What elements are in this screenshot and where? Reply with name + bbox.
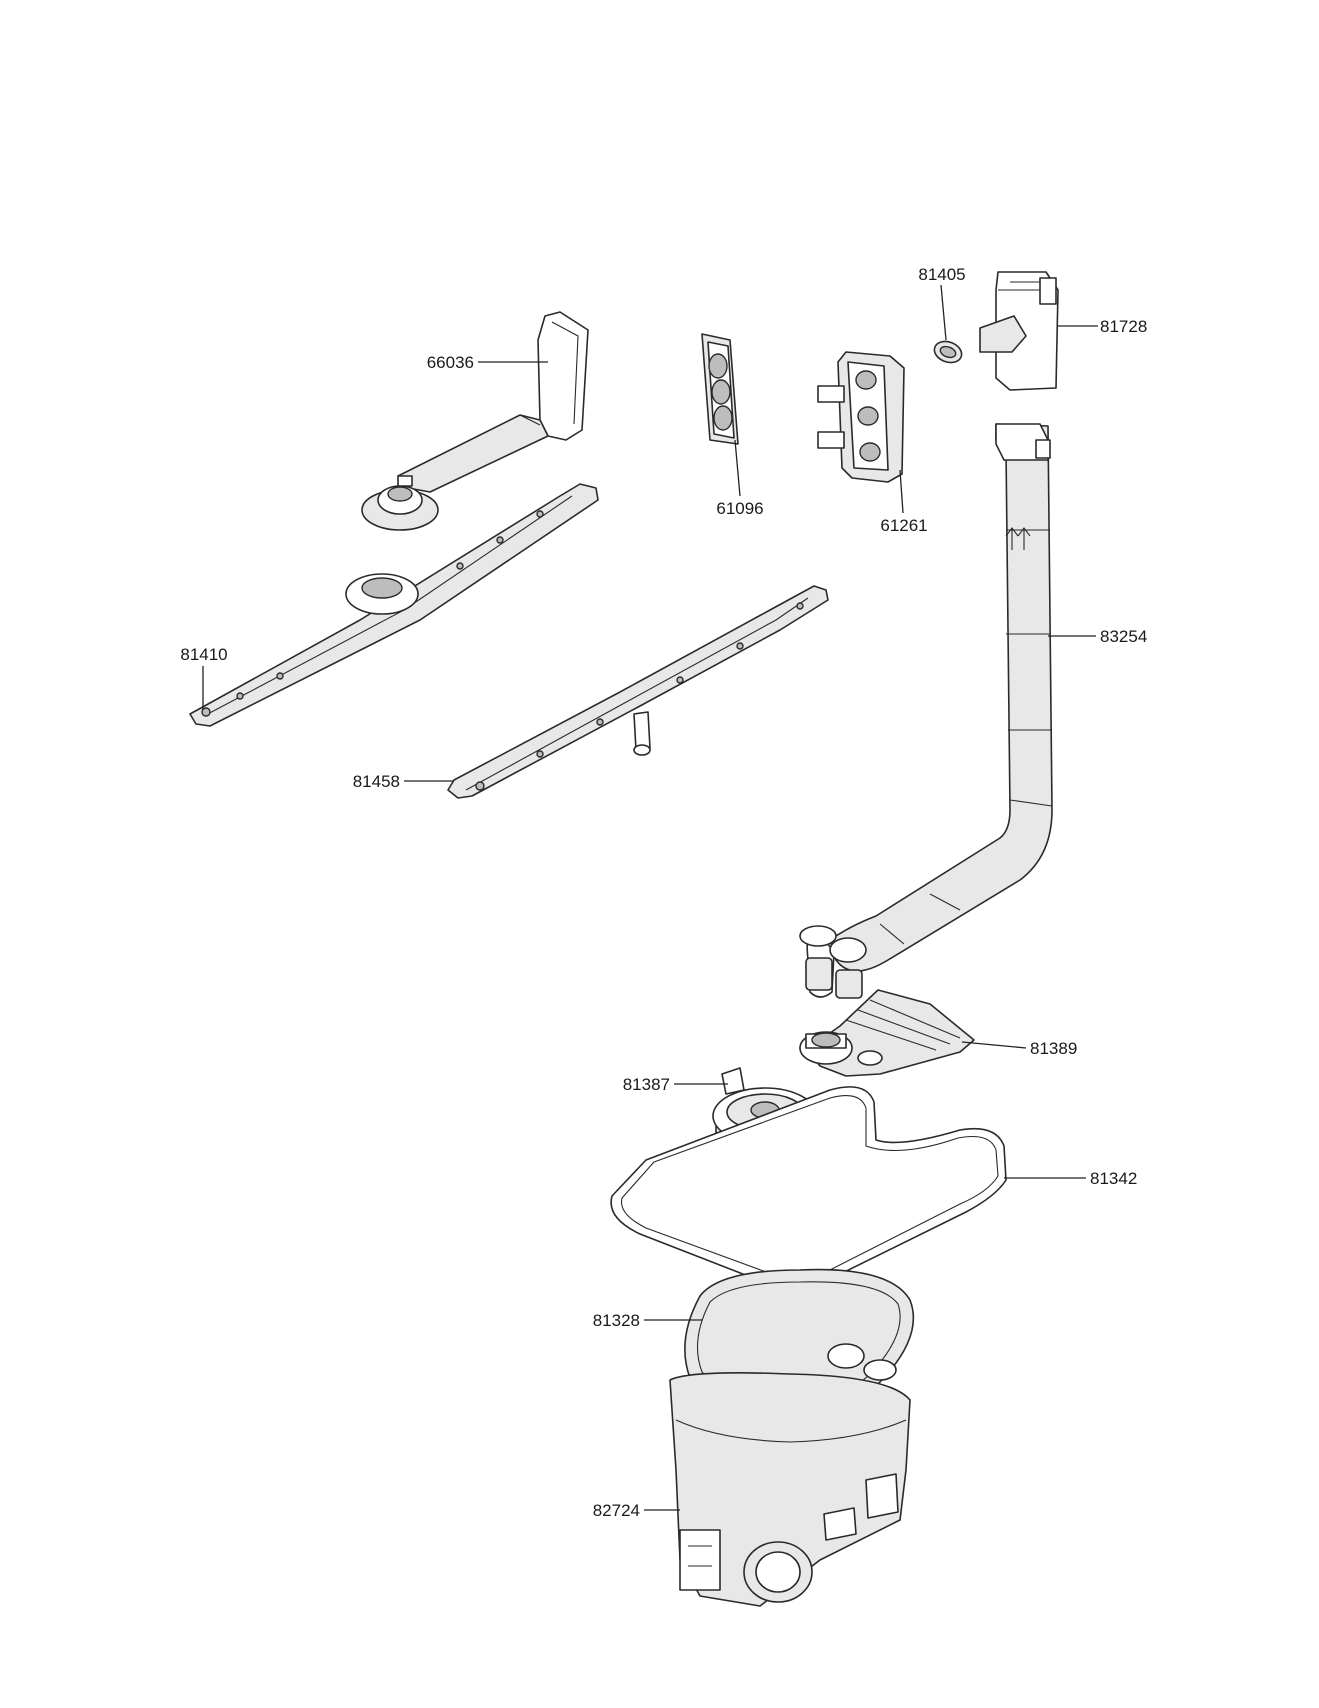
part-66036-upper-feed-tube[interactable] xyxy=(361,311,589,531)
callout-83254: 83254 xyxy=(1100,627,1147,646)
callout-labels: 81405 81728 66036 61096 61261 81410 8325… xyxy=(180,265,1147,1520)
part-81410-lower-spray-arm[interactable] xyxy=(189,483,599,727)
callout-81342: 81342 xyxy=(1090,1169,1137,1188)
callout-81728: 81728 xyxy=(1100,317,1147,336)
part-82724-pump-housing[interactable] xyxy=(669,1372,911,1607)
part-81405-seal[interactable] xyxy=(931,338,964,366)
part-61261-connector-housing[interactable] xyxy=(817,351,905,483)
callout-61261: 61261 xyxy=(880,516,927,535)
callout-81405: 81405 xyxy=(918,265,965,284)
callout-82724: 82724 xyxy=(593,1501,640,1520)
part-81458-middle-spray-arm[interactable] xyxy=(447,585,829,799)
part-81728-tube-adapter[interactable] xyxy=(979,271,1059,391)
part-61096-gasket[interactable] xyxy=(701,333,739,445)
callout-81389: 81389 xyxy=(1030,1039,1077,1058)
part-81342-sump-gasket[interactable] xyxy=(610,1086,1007,1291)
leader-lines xyxy=(202,284,1098,1511)
part-83254-water-duct[interactable] xyxy=(799,423,1053,999)
callout-81328: 81328 xyxy=(593,1311,640,1330)
callout-81387: 81387 xyxy=(623,1075,670,1094)
callout-81458: 81458 xyxy=(353,772,400,791)
callout-66036: 66036 xyxy=(427,353,474,372)
up-arrows-icon xyxy=(1005,527,1031,550)
callout-81410: 81410 xyxy=(180,645,227,664)
part-81389-fine-filter[interactable] xyxy=(799,989,975,1077)
callout-61096: 61096 xyxy=(716,499,763,518)
